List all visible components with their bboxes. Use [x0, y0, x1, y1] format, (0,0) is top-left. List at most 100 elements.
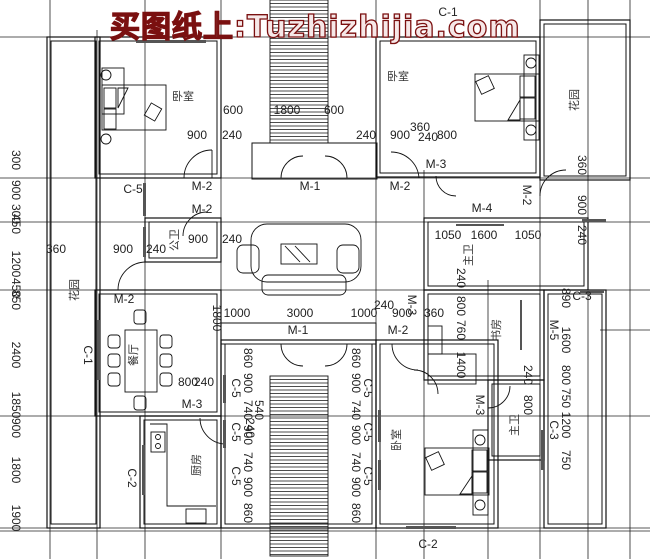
- opening-tag: M-2: [192, 179, 213, 193]
- dimension-top: 240: [356, 128, 376, 142]
- dimension-left: 1850: [9, 392, 23, 419]
- stair-south: [269, 375, 329, 557]
- room-label-bedroom-nw: 卧室: [172, 89, 194, 103]
- dimension-stair-left: 860: [241, 348, 255, 368]
- dimension-mid: 360: [46, 242, 66, 256]
- dimension-vertical: 750: [559, 388, 573, 408]
- door-arc-icon: [199, 417, 227, 445]
- opening-tag: M-4: [472, 201, 493, 215]
- opening-tag: M-2: [114, 292, 135, 306]
- dimension-mid: 240: [374, 298, 394, 312]
- opening-tag: M-3: [426, 157, 447, 171]
- dimension-left: 1800: [9, 457, 23, 484]
- dimension-mid: 800: [178, 375, 198, 389]
- opening-tag: C-2: [418, 537, 438, 551]
- dimension-top: 360: [410, 120, 430, 134]
- dimension-stair-left: 860: [241, 503, 255, 523]
- dimension-mid: 360: [424, 306, 444, 320]
- dimension-left: 300: [9, 204, 23, 224]
- opening-tag: C-3: [547, 420, 561, 440]
- dimension-stair-left: 740: [241, 400, 255, 420]
- door-arc-icon: [539, 169, 567, 197]
- dimension-top: 240: [418, 130, 438, 144]
- opening-tag: C-1: [81, 345, 95, 365]
- door-arc-icon: [280, 155, 304, 179]
- dimension-mid: 3000: [287, 306, 314, 320]
- dimension-vertical: 1400: [454, 352, 468, 379]
- dimension-stair-left: 900: [241, 373, 255, 393]
- dimension-stair-right: 860: [349, 503, 363, 523]
- dimension-left: 1200: [9, 251, 23, 278]
- opening-tag: M-1: [288, 323, 309, 337]
- dimension-mid: 1000: [224, 306, 251, 320]
- room-label-bedroom-ne: 卧室: [387, 69, 409, 83]
- watermark-banner: 买图纸上:Tuzhizhijia.com: [109, 2, 521, 46]
- dimension-left: 450: [9, 214, 23, 234]
- door-arc-icon: [390, 151, 420, 179]
- dimension-vertical: 240: [454, 268, 468, 288]
- opening-tag: M-2: [388, 323, 409, 337]
- window-tag-left: C-5: [229, 466, 243, 486]
- bed-nw: [100, 67, 167, 145]
- sofa-set: [236, 223, 362, 296]
- porch-south: [220, 322, 377, 345]
- study-desk: [427, 325, 477, 385]
- dimension-stair-left: 900: [241, 425, 255, 445]
- room-label-public-bath: 公卫: [168, 229, 181, 251]
- door-arc-icon: [280, 343, 304, 367]
- dimension-stair-right: 900: [349, 477, 363, 497]
- opening-tag: C-3: [572, 289, 592, 303]
- dimension-mid: 1000: [351, 306, 378, 320]
- dimension-mid: 1050: [435, 228, 462, 242]
- kitchen-counter: [150, 423, 216, 524]
- door-arc-icon: [183, 149, 213, 179]
- dimension-mid: 240: [222, 232, 242, 246]
- room-label-kitchen: 厨房: [190, 454, 203, 476]
- opening-tag: M-3: [182, 397, 203, 411]
- door-arc-icon: [413, 369, 439, 395]
- dimension-vertical: 240: [521, 365, 535, 385]
- dimension-top: 900: [187, 128, 207, 142]
- dimension-mid: 900: [113, 242, 133, 256]
- bed-ne: [474, 54, 540, 141]
- dimension-stair-right: 900: [349, 425, 363, 445]
- room-label-garden-ne: 花园: [568, 89, 581, 111]
- dimension-stair-left: 900: [241, 477, 255, 497]
- dimension-vertical: 240: [575, 225, 589, 245]
- dimension-stair-left: 740: [241, 452, 255, 472]
- dimension-mid: 900: [188, 232, 208, 246]
- dimension-vertical: 800: [454, 296, 468, 316]
- dimension-top: 900: [390, 128, 410, 142]
- dimension-vertical: 1600: [559, 327, 573, 354]
- dimension-top: 1800: [274, 103, 301, 117]
- dining-table: [107, 309, 173, 411]
- door-arc-icon: [391, 343, 419, 371]
- door-arc-icon: [182, 211, 208, 237]
- door-arc-icon: [117, 261, 147, 291]
- dimension-left: 850: [9, 290, 23, 310]
- opening-tag: M-2: [520, 185, 534, 206]
- dimension-left: 1900: [9, 505, 23, 532]
- dimension-stair-extra: 540: [252, 400, 266, 420]
- dimension-top: 600: [324, 103, 344, 117]
- dimension-left: 900: [9, 180, 23, 200]
- opening-tag: M-3: [473, 395, 487, 416]
- door-arc-icon: [487, 385, 511, 409]
- dimension-top: 240: [222, 128, 242, 142]
- watermark-text: 买图纸上:Tuzhizhijia.com: [109, 9, 521, 45]
- dimension-vertical: 900: [575, 195, 589, 215]
- room-label-study: 书房: [490, 319, 503, 341]
- dimension-stair-right: 900: [349, 373, 363, 393]
- dimension-top: 800: [437, 128, 457, 142]
- dimension-stair-right: 740: [349, 452, 363, 472]
- opening-tag: M-3: [405, 295, 419, 316]
- room-label-master-bath: 主卫: [462, 244, 475, 266]
- window-tag-right: C-5: [361, 422, 375, 442]
- dimension-top: 600: [223, 103, 243, 117]
- dimension-stair-right: 740: [349, 400, 363, 420]
- dimension-left: 2400: [9, 342, 23, 369]
- dimension-vertical: 800: [559, 365, 573, 385]
